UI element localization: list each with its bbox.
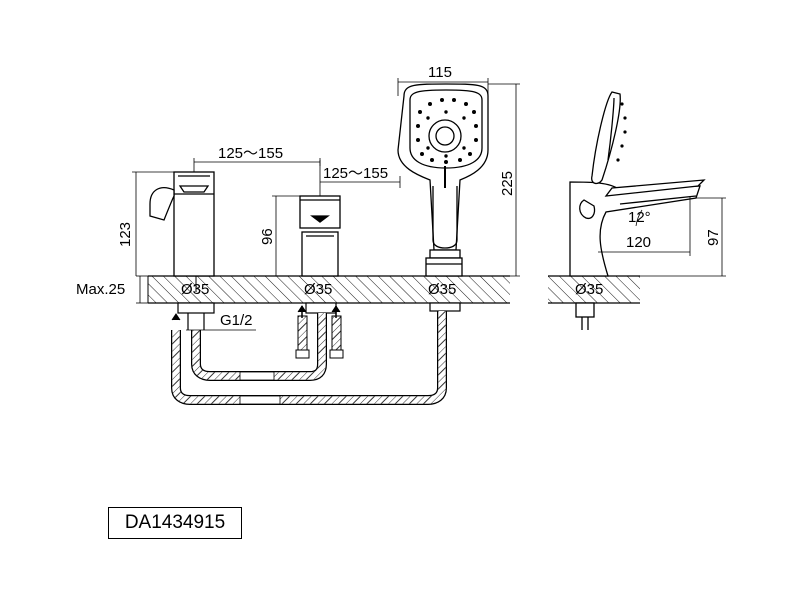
spacing-2-label: 125～155: [323, 165, 388, 182]
valve-nut: [305, 302, 337, 314]
side-reach-label: 120: [626, 234, 651, 251]
spacing-1-label: 125～155: [218, 145, 283, 162]
hose-short: [191, 313, 327, 381]
spout-body: [149, 171, 215, 292]
model-code: DA1434915: [108, 507, 242, 539]
hole-4-label: Ø35: [575, 281, 603, 298]
dim-handshower-width: [397, 78, 520, 96]
handshower-height-label: 225: [499, 171, 516, 196]
side-angle-label: 12°: [628, 209, 651, 226]
dim-spacing-2: [320, 176, 401, 188]
side-height-label: 97: [705, 229, 722, 246]
dim-side: [598, 196, 726, 277]
dim-spacing-1: [193, 158, 321, 172]
dim-spout-height: [132, 171, 174, 276]
thread-label: G1/2: [220, 312, 253, 329]
deck-thickness-label: Max.25: [76, 281, 125, 298]
side-nozzle-dots: [616, 102, 627, 162]
inlet-hoses: [171, 305, 344, 359]
hole-1-label: Ø35: [181, 281, 209, 298]
spout-height-label: 123: [117, 222, 134, 247]
handshower-width-label: 115: [428, 64, 452, 81]
dim-handshower-height: [462, 84, 520, 277]
valve-height-label: 96: [259, 228, 276, 245]
spout-nut: [177, 302, 215, 330]
valve-body: [299, 160, 341, 277]
nozzle-dots: [416, 98, 478, 164]
hose-long: [171, 311, 447, 405]
hole-2-label: Ø35: [304, 281, 332, 298]
hole-3-label: Ø35: [428, 281, 456, 298]
handshower-nut: [429, 302, 461, 312]
side-faucet: [569, 91, 706, 330]
dim-valve-height: [272, 195, 300, 276]
